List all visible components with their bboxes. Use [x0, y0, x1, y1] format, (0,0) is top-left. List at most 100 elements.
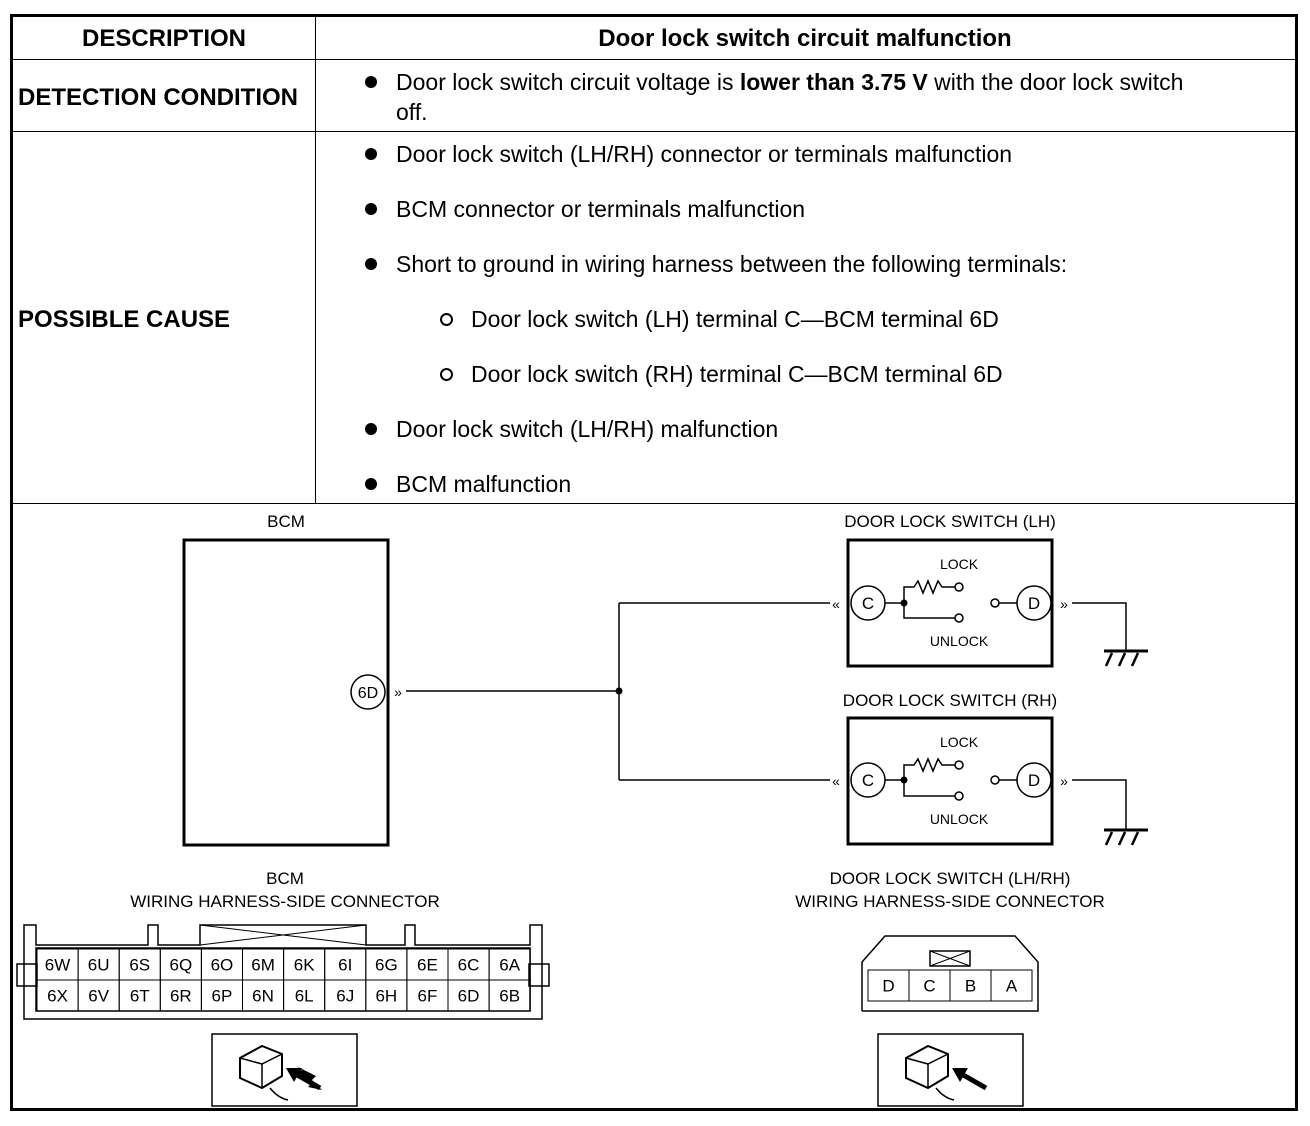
bcm-box: [182, 538, 390, 847]
pin-label: 6S: [129, 956, 150, 975]
pin-label: 6C: [458, 956, 480, 975]
detection-condition-text-line2: off.: [396, 99, 428, 125]
pin-label: 6J: [336, 987, 354, 1006]
bullet-icon: [365, 258, 377, 270]
cause-item: Short to ground in wiring harness betwee…: [396, 251, 1068, 277]
ground-icon: [1104, 828, 1148, 846]
pin-label: 6E: [417, 956, 438, 975]
dls-connector-subtitle: WIRING HARNESS-SIDE CONNECTOR: [795, 892, 1105, 911]
sub-bullet-icon: [440, 313, 453, 326]
header-description: DESCRIPTION: [81, 25, 246, 52]
pin-label: 6F: [418, 987, 438, 1006]
lh-unlock-contact: [954, 613, 964, 623]
bullet-icon: [365, 148, 377, 160]
lh-switch-title: DOOR LOCK SWITCH (LH): [844, 512, 1056, 531]
connector-mark-icon: »: [394, 684, 402, 700]
pin-cell: [488, 979, 531, 1012]
bcm-terminal-label: 6D: [358, 685, 378, 702]
dls-connector-title: DOOR LOCK SWITCH (LH/RH): [830, 869, 1071, 888]
rh-switch-title: DOOR LOCK SWITCH (RH): [843, 691, 1057, 710]
pin-label: 6N: [252, 987, 274, 1006]
cause-subitem: Door lock switch (RH) terminal C—BCM ter…: [471, 361, 1003, 387]
lh-terminal-c-label: C: [862, 594, 874, 613]
lh-unlock-label: UNLOCK: [930, 633, 989, 649]
detection-condition-label: DETECTION CONDITION: [18, 84, 298, 111]
rh-unlock-label: UNLOCK: [930, 811, 989, 827]
bullet-icon: [365, 423, 377, 435]
dls-view-direction-icon: [877, 1033, 1024, 1107]
bcm-terminal-6d: [350, 674, 386, 710]
rh-common-contact: [990, 775, 1000, 785]
lh-lock-label: LOCK: [940, 556, 979, 572]
row-divider: [13, 59, 1295, 60]
rh-terminal-d: [1016, 762, 1052, 798]
pin-label: 6M: [251, 956, 275, 975]
pin-label: 6T: [130, 987, 150, 1006]
lh-ground-wire: [1072, 602, 1127, 651]
ground-icon: [1104, 649, 1148, 667]
dls-connector: [861, 935, 1039, 1012]
rh-resistor-icon: [903, 757, 955, 780]
bullet-icon: [365, 478, 377, 490]
pin-label: 6D: [458, 987, 480, 1006]
pin-label: 6W: [45, 956, 71, 975]
header-title: Door lock switch circuit malfunction: [598, 25, 1012, 52]
pin-label: 6I: [338, 956, 352, 975]
pin-label: B: [965, 977, 976, 996]
rh-switch-box: [846, 716, 1054, 846]
pin-label: 6L: [295, 987, 314, 1006]
pin-label: 6V: [88, 987, 109, 1006]
pin-label: 6A: [499, 956, 520, 975]
connector-mark-icon: »: [1060, 596, 1068, 612]
connector-mark-icon: «: [832, 596, 840, 612]
rh-terminal-d-label: D: [1028, 771, 1040, 790]
lh-common-contact: [990, 598, 1000, 608]
pin-label: 6P: [212, 987, 233, 1006]
bcm-title: BCM: [267, 512, 305, 531]
lh-terminal-d-label: D: [1028, 594, 1040, 613]
lh-lock-contact: [954, 582, 964, 592]
column-divider: [315, 17, 316, 503]
bcm-connector-title: BCM: [266, 869, 304, 888]
lh-unlock-wire: [903, 603, 955, 619]
cause-item: BCM malfunction: [396, 471, 572, 497]
diagnostic-table: DESCRIPTION Door lock switch circuit mal…: [10, 14, 1298, 1111]
lh-resistor-icon: [903, 579, 955, 603]
pin-label: 6H: [375, 987, 397, 1006]
connector-mark-icon: »: [1060, 773, 1068, 789]
bcm-connector-subtitle: WIRING HARNESS-SIDE CONNECTOR: [130, 892, 440, 911]
sub-bullet-icon: [440, 368, 453, 381]
pin-label: D: [882, 977, 894, 996]
rh-unlock-wire: [903, 780, 955, 797]
cause-item: Door lock switch (LH/RH) connector or te…: [396, 141, 1013, 167]
bullet-icon: [365, 203, 377, 215]
cause-subitem: Door lock switch (LH) terminal C—BCM ter…: [471, 306, 999, 332]
rh-unlock-contact: [954, 791, 964, 801]
lh-terminal-d: [1016, 585, 1052, 621]
row-divider: [13, 503, 1295, 504]
possible-cause-label: POSSIBLE CAUSE: [18, 306, 231, 333]
pin-label: C: [923, 977, 935, 996]
detection-threshold: lower than 3.75 V: [739, 69, 928, 95]
rh-ground-wire: [1072, 779, 1127, 830]
pin-label: 6B: [499, 987, 520, 1006]
cause-item: BCM connector or terminals malfunction: [396, 196, 806, 222]
rh-lock-label: LOCK: [940, 734, 979, 750]
detection-condition-text: Door lock switch circuit voltage is lowe…: [396, 69, 1183, 96]
row-divider: [13, 131, 1295, 132]
cause-item: Door lock switch (LH/RH) malfunction: [396, 416, 779, 442]
pin-label: 6K: [294, 956, 315, 975]
pin-label: 6U: [88, 956, 110, 975]
detection-text-part: with the door lock switch: [927, 69, 1184, 95]
pin-label: 6G: [375, 956, 398, 975]
connector-mark-icon: «: [832, 773, 840, 789]
bcm-view-direction-icon: [211, 1033, 358, 1107]
bullet-icon: [365, 76, 377, 88]
pin-label: 6O: [211, 956, 234, 975]
lh-switch-box: [846, 538, 1054, 668]
pin-label: 6Q: [170, 956, 193, 975]
pin-label: 6R: [170, 987, 192, 1006]
